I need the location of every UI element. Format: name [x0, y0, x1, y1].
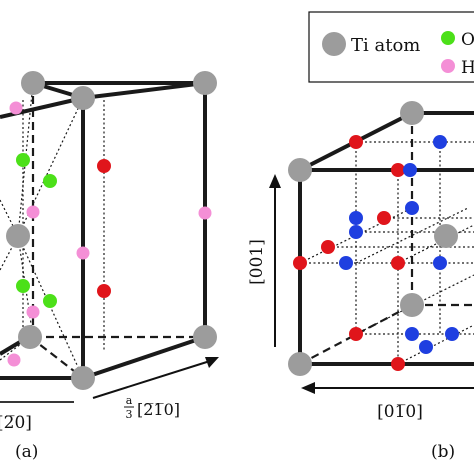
panel-a-side-axis-label: [2̅1̅0]: [137, 400, 180, 419]
panel-a-atoms: [6, 71, 217, 390]
red-atom: [293, 256, 307, 270]
blue-atom: [433, 135, 447, 149]
h-atom: [9, 101, 23, 115]
ti-atom: [193, 325, 217, 349]
red-atom: [349, 135, 363, 149]
ti-atom: [71, 86, 95, 110]
blue-atom: [349, 211, 363, 225]
ti-atom: [71, 366, 95, 390]
o-atom: [16, 153, 30, 167]
legend-ti-marker: [322, 32, 346, 56]
h-atom: [26, 305, 40, 319]
blue-atom: [403, 163, 417, 177]
red-atom: [377, 211, 391, 225]
blue-atom: [405, 327, 419, 341]
ti-atom: [434, 224, 458, 248]
legend-ti-label: Ti atom: [351, 35, 420, 56]
panel-a-side-fraction-den: 3: [126, 408, 133, 421]
red-atom: [391, 357, 405, 371]
red-atom: [97, 284, 111, 298]
ti-atom: [400, 293, 424, 317]
h-atom: [76, 246, 90, 260]
red-atom: [391, 256, 405, 270]
panel-b-horizontal-arrow: [301, 382, 474, 394]
panel-a-side-arrow: [92, 357, 219, 399]
panel-a-bottom-axis-label: [2̅0]: [0, 413, 32, 433]
panel-b-caption: (b): [431, 442, 455, 462]
blue-atom: [445, 327, 459, 341]
blue-atom: [433, 256, 447, 270]
legend-o-marker: [441, 31, 455, 45]
h-atom: [7, 353, 21, 367]
panel-a-hidden-edges: [29, 83, 205, 379]
ti-atom: [288, 352, 312, 376]
blue-atom: [349, 225, 363, 239]
panel-b-vertical-axis-label: [001]: [247, 239, 267, 285]
ti-atom: [400, 101, 424, 125]
o-atom: [16, 279, 30, 293]
panel-b-atoms: [288, 101, 459, 376]
panel-b-horizontal-axis-label: [01̅0]: [377, 402, 423, 422]
panel-b-vertical-arrow: [269, 174, 281, 347]
ti-atom: [21, 71, 45, 95]
h-atom: [26, 205, 40, 219]
panel-a: [2̅0] a 3 [2̅1̅0] (a): [0, 71, 219, 462]
h-atom: [198, 206, 212, 220]
blue-atom: [405, 201, 419, 215]
ti-atom: [18, 325, 42, 349]
o-atom: [43, 294, 57, 308]
ti-atom: [6, 224, 30, 248]
legend-o-label: O: [461, 30, 474, 50]
legend: Ti atom O H: [308, 11, 474, 83]
red-atom: [349, 327, 363, 341]
blue-atom: [339, 256, 353, 270]
ti-atom: [193, 71, 217, 95]
blue-atom: [419, 340, 433, 354]
legend-h-label: H: [461, 58, 474, 78]
ti-atom: [288, 158, 312, 182]
legend-h-marker: [441, 59, 455, 73]
panel-a-caption: (a): [15, 442, 38, 462]
panel-a-side-fraction-num: a: [126, 394, 133, 407]
o-atom: [43, 174, 57, 188]
red-atom: [97, 159, 111, 173]
red-atom: [321, 240, 335, 254]
panel-b: [001] [01̅0] (b): [247, 101, 474, 462]
red-atom: [391, 163, 405, 177]
